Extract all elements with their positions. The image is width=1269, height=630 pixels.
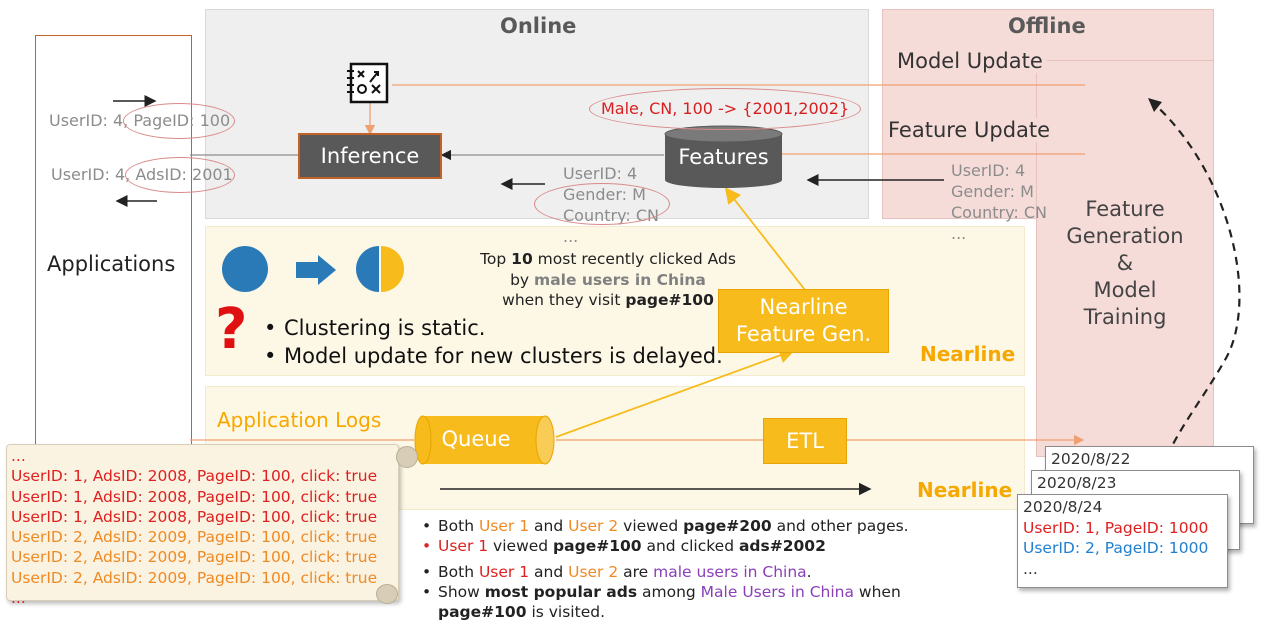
mapping-text: Male, CN, 100 -> {2001,2002} <box>601 99 850 118</box>
features-database: Features <box>664 125 783 189</box>
split-cluster-left <box>356 246 379 292</box>
scroll-curl-bottom <box>376 584 398 604</box>
queue-label: Queue <box>441 427 511 451</box>
notes-group-1: •Both User 1 and User 2 viewed page#200 … <box>422 517 909 555</box>
log-lines: ... UserID: 1, AdsID: 2008, PageID: 100, … <box>11 446 394 608</box>
right-arrow-icon <box>296 255 336 285</box>
log-line: ... <box>11 447 26 465</box>
etl-box: ETL <box>763 418 847 464</box>
log-line: UserID: 1, AdsID: 2008, PageID: 100, cli… <box>11 507 378 526</box>
featuregen-to-features-line <box>724 187 806 291</box>
feature-update-label: Feature Update <box>884 118 1055 142</box>
offline-user-profile: UserID: 4 Gender: M Country: CN ... <box>951 161 1048 243</box>
log-line: ... <box>11 589 26 608</box>
log-line: UserID: 2, AdsID: 2009, PageID: 100, cli… <box>11 528 378 547</box>
log-line: UserID: 2, AdsID: 2009, PageID: 100, cli… <box>11 548 378 567</box>
queue-to-featuregen-line <box>555 347 796 438</box>
nearline-title-bottom: Nearline <box>917 478 1013 502</box>
nearline-bullets: •Clustering is static. •Model update for… <box>264 316 723 368</box>
model-icon <box>346 62 390 104</box>
feature-generation-label: Feature Generation & Model Training <box>1066 197 1184 329</box>
nearline-feature-gen-box: Nearline Feature Gen. <box>718 289 889 353</box>
gender-country-ellipse <box>534 183 670 225</box>
scroll-curl-top <box>396 446 418 468</box>
page-id-ellipse <box>123 103 235 139</box>
nearline-description: Top 10 most recently clicked Ads by male… <box>480 250 736 309</box>
notes-group-2: •Both User 1 and User 2 are male users i… <box>422 563 901 621</box>
mapping-ellipse <box>589 88 861 130</box>
offline-title: Offline <box>1008 14 1086 38</box>
log-line: UserID: 2, AdsID: 2009, PageID: 100, cli… <box>11 568 378 587</box>
split-cluster-right <box>381 246 404 292</box>
application-log-scroll: ... UserID: 1, AdsID: 2008, PageID: 100, … <box>6 444 399 607</box>
application-logs-label: Application Logs <box>217 408 382 432</box>
features-label: Features <box>678 145 769 169</box>
queue-cylinder: Queue <box>414 415 556 465</box>
log-line: UserID: 1, AdsID: 2008, PageID: 100, cli… <box>11 467 378 486</box>
online-title: Online <box>500 14 577 38</box>
question-mark-icon: ? <box>215 297 248 362</box>
nearline-title-top: Nearline <box>920 342 1016 366</box>
log-line: UserID: 1, AdsID: 2008, PageID: 100, cli… <box>11 487 378 506</box>
inference-box: Inference <box>298 133 442 179</box>
model-update-label: Model Update <box>893 49 1047 73</box>
dashed-curve-arrowhead <box>1148 98 1162 112</box>
cluster-circle <box>222 246 268 292</box>
ads-id-ellipse <box>125 157 235 193</box>
dashed-feedback-curve <box>1149 99 1241 451</box>
applications-label: Applications <box>47 252 176 276</box>
file-2020-8-24: 2020/8/24 UserID: 1, PageID: 1000 UserID… <box>1017 494 1228 588</box>
